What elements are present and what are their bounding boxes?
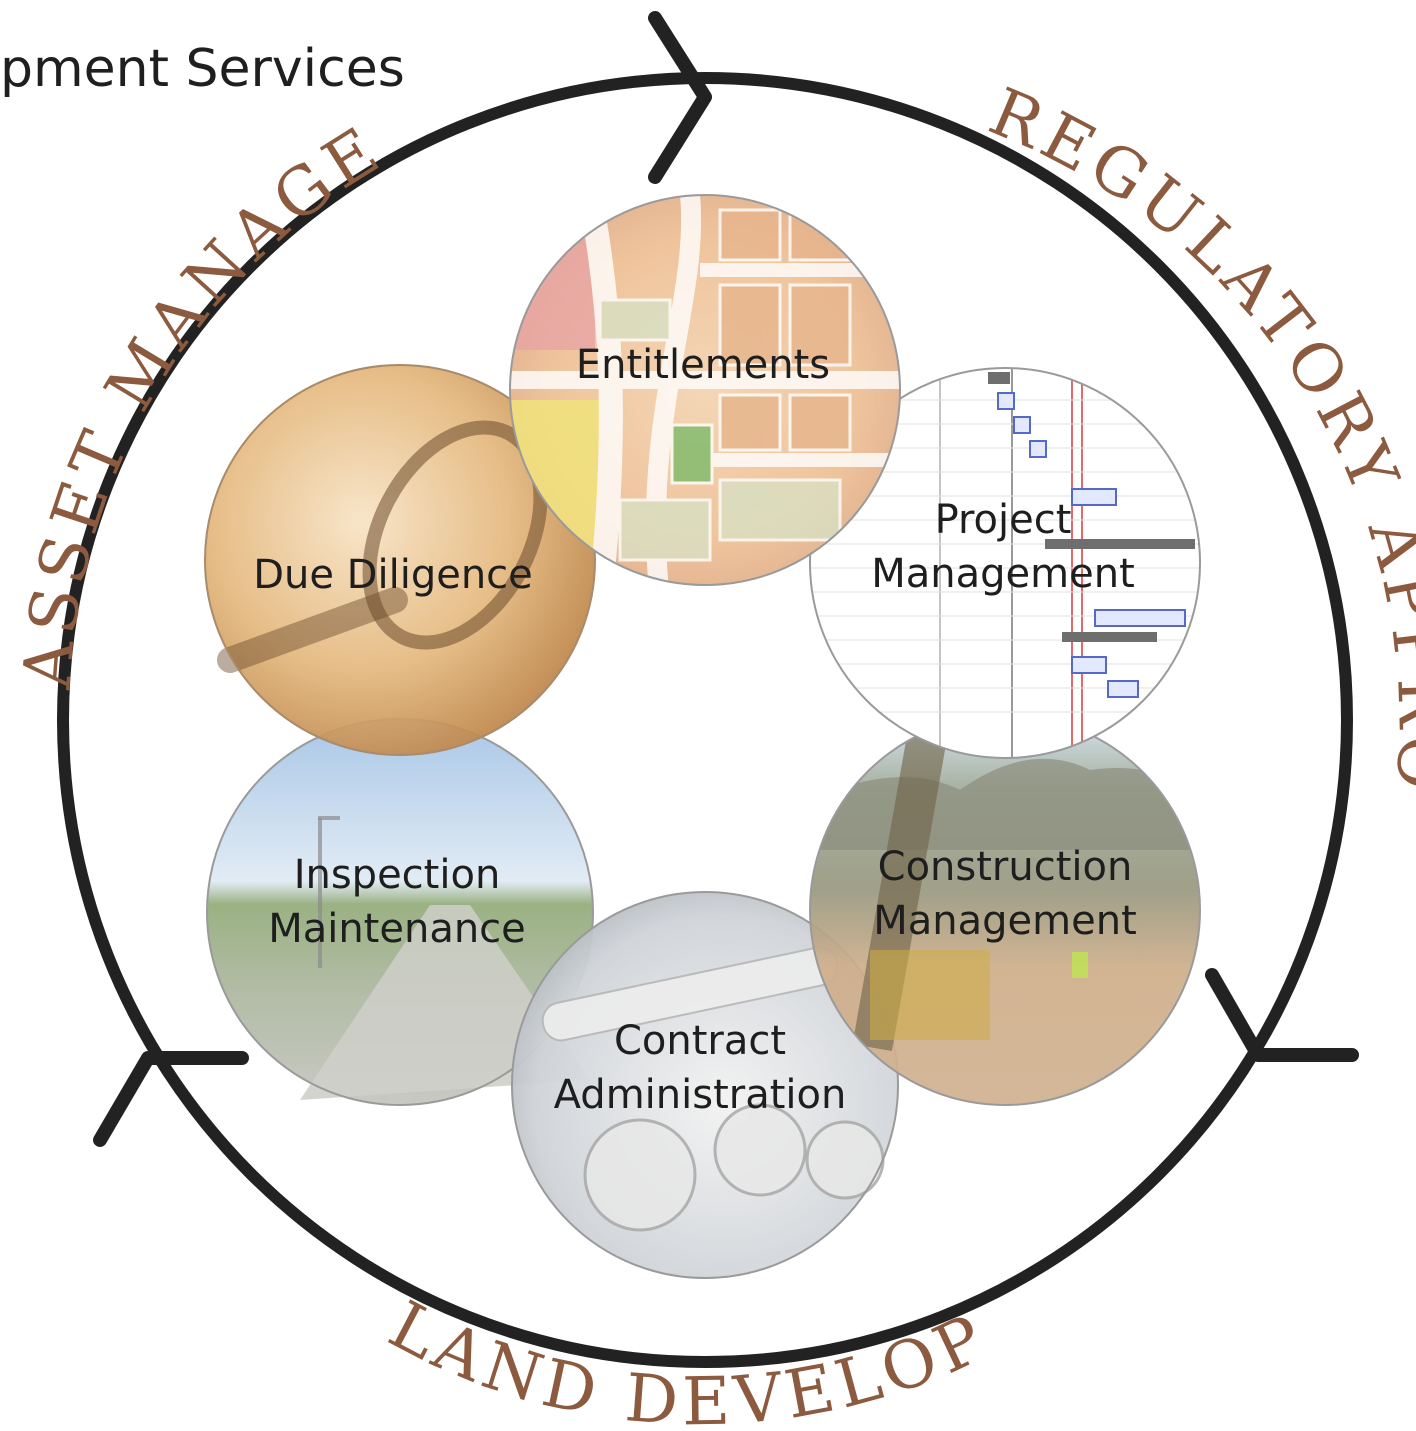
- label-entitlements: Entitlements: [576, 342, 830, 388]
- arrow-right-icon: [1205, 968, 1359, 1062]
- circle-project-management: [809, 367, 1201, 759]
- label-inspection-maintenance-line1: Inspection: [294, 852, 501, 898]
- circle-construction-management: [809, 714, 1201, 1106]
- label-inspection-maintenance-line2: Maintenance: [268, 906, 526, 952]
- page-title: pment Services: [0, 39, 405, 99]
- label-project-management-line1: Project: [935, 497, 1072, 543]
- cycle-ring: [57, 72, 1353, 1368]
- label-due-diligence: Due Diligence: [253, 552, 533, 598]
- label-construction-management-line2: Management: [873, 898, 1137, 944]
- circle-contract-administration: [511, 891, 899, 1279]
- arrow-top-icon: [648, 11, 712, 184]
- circle-entitlements: [509, 194, 901, 586]
- label-contract-administration-line1: Contract: [614, 1018, 786, 1064]
- circle-due-diligence: [204, 364, 596, 756]
- label-project-management-line2: Management: [871, 551, 1135, 597]
- label-construction-management-line1: Construction: [878, 844, 1133, 890]
- label-contract-administration-line2: Administration: [554, 1072, 847, 1118]
- arrow-left-icon: [93, 1051, 249, 1147]
- circle-inspection-maintenance: [206, 718, 594, 1106]
